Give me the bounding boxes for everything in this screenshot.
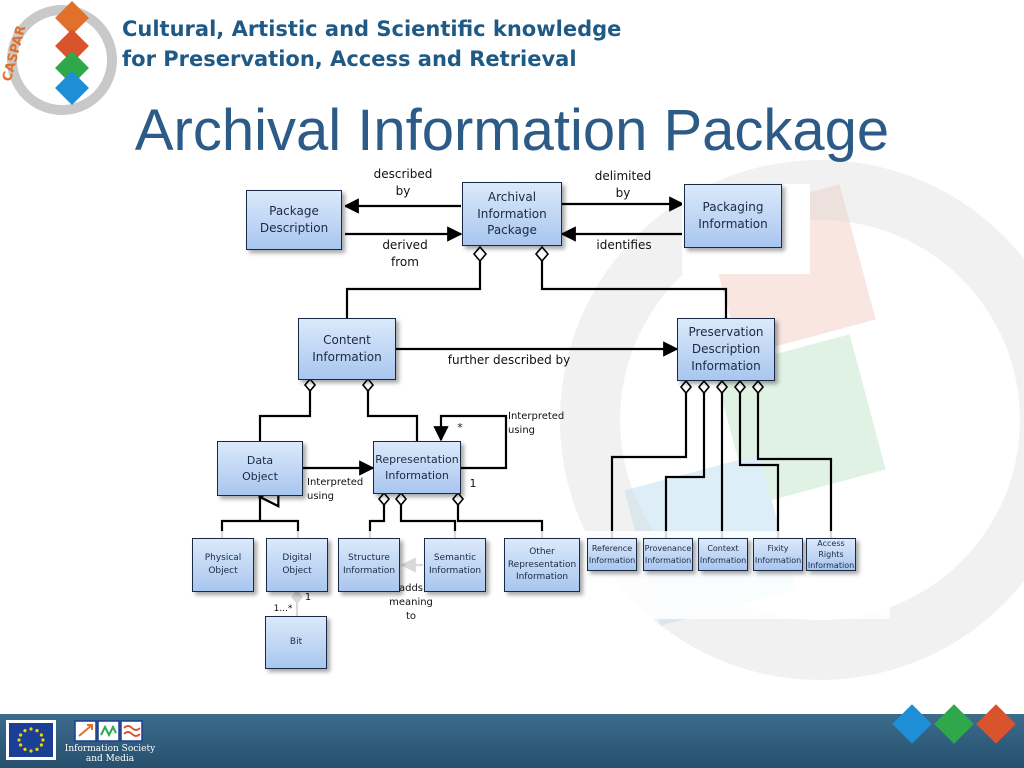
aggregation-diamond bbox=[303, 377, 317, 393]
aggregation-diamond bbox=[361, 377, 375, 393]
ri-self-loop bbox=[433, 414, 508, 470]
aip-pdi-link bbox=[540, 260, 728, 318]
package-description-box: Package Description bbox=[246, 190, 342, 250]
pdi-box: Preservation Description Information bbox=[677, 318, 775, 381]
structure-information-box: Structure Information bbox=[338, 538, 400, 592]
packaging-information-box: Packaging Information bbox=[684, 184, 782, 248]
provenance-information-box: Provenance Information bbox=[643, 538, 693, 571]
digital-object-box: Digital Object bbox=[266, 538, 328, 592]
delimited-by-label: delimited by bbox=[594, 169, 652, 200]
reference-information-box: Reference Information bbox=[587, 538, 637, 571]
footer-text: Information Society and Media bbox=[64, 744, 156, 764]
other-representation-information-box: Other Representation Information bbox=[504, 538, 580, 592]
data-object-box: Data Object bbox=[217, 441, 303, 496]
aggregation-diamond bbox=[472, 245, 488, 263]
star-label: * bbox=[457, 421, 463, 434]
footer-bar bbox=[0, 714, 1024, 768]
identifies-label: identifies bbox=[596, 238, 652, 252]
access-rights-information-box: Access Rights Information bbox=[806, 538, 856, 571]
adds-meaning-to-label: adds meaning to bbox=[389, 583, 433, 622]
aggregation-diamond bbox=[451, 491, 465, 507]
aggregation-diamond bbox=[751, 379, 765, 395]
pdi-access-link bbox=[756, 392, 833, 538]
physical-object-box: Physical Object bbox=[192, 538, 254, 592]
interpreted-using-top-label: Interpreted using bbox=[508, 411, 565, 436]
content-dataobject-link bbox=[258, 389, 312, 441]
one-bit-label: 1 bbox=[304, 592, 312, 603]
bit-box: Bit bbox=[265, 616, 327, 669]
interpreted-using-label: Interpreted using bbox=[307, 477, 364, 502]
ri-structure-link bbox=[368, 503, 386, 538]
aggregation-diamond bbox=[733, 379, 747, 395]
aggregation-diamond bbox=[697, 379, 711, 395]
aggregation-diamond bbox=[679, 379, 693, 395]
pdi-fixity-link bbox=[738, 392, 780, 538]
header-title: Cultural, Artistic and Scientific knowle… bbox=[122, 14, 621, 74]
ri-other-link bbox=[456, 503, 544, 538]
header-title-line-1: Cultural, Artistic and Scientific knowle… bbox=[122, 17, 622, 41]
fixity-information-box: Fixity Information bbox=[753, 538, 803, 571]
eu-flag-icon bbox=[6, 720, 56, 760]
aggregation-diamond bbox=[534, 245, 550, 263]
pdi-provenance-link bbox=[664, 392, 706, 538]
aggregation-diamond bbox=[715, 379, 729, 395]
further-described-by-label: further described by bbox=[447, 353, 571, 367]
described-by-label: described by bbox=[373, 167, 433, 198]
aip-box: Archival Information Package bbox=[462, 182, 562, 246]
caspar-logo bbox=[7, 1, 117, 115]
ri-semantic-link bbox=[399, 503, 457, 538]
aggregation-diamond bbox=[394, 491, 408, 507]
one-to-many-label: 1...* bbox=[273, 604, 293, 614]
semantic-information-box: Semantic Information bbox=[424, 538, 486, 592]
pdi-reference-link bbox=[610, 392, 688, 538]
information-society-logo-icon bbox=[74, 720, 143, 742]
content-information-box: Content Information bbox=[298, 318, 396, 380]
one-ri-label: 1 bbox=[469, 477, 477, 490]
header-title-line-2: for Preservation, Access and Retrieval bbox=[122, 47, 577, 71]
slide-title: Archival Information Package bbox=[134, 98, 890, 163]
aggregation-diamond bbox=[377, 491, 391, 507]
representation-information-box: Representation Information bbox=[373, 441, 461, 494]
context-information-box: Context Information bbox=[698, 538, 748, 571]
content-ri-link bbox=[366, 389, 419, 441]
aip-content-link bbox=[345, 260, 482, 318]
derived-from-label: derived from bbox=[382, 238, 428, 269]
footer-diamonds-icon bbox=[892, 704, 1016, 744]
